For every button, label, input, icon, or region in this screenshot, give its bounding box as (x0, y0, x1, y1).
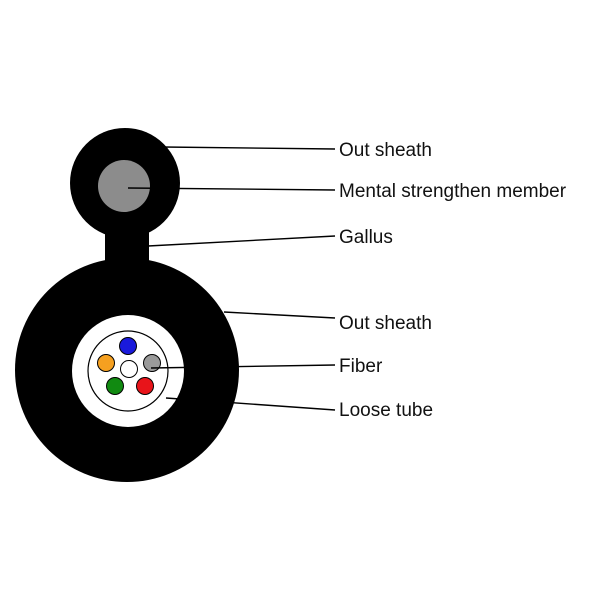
leader-out-sheath-bottom (223, 311, 336, 319)
metal-strengthen-member (98, 160, 150, 212)
label-gallus: Gallus (339, 227, 393, 248)
leader-fiber (150, 364, 336, 369)
fiber-gray (143, 354, 161, 372)
fiber-red (136, 377, 154, 395)
messenger-wire-group (70, 128, 180, 275)
fiber-orange (97, 354, 115, 372)
fiber-green (106, 377, 124, 395)
leader-lines (127, 146, 336, 411)
main-cable-group (15, 258, 239, 482)
label-metal-member: Mental strengthen member (339, 181, 567, 202)
label-out-sheath-bottom: Out sheath (339, 313, 432, 334)
fiber-center (120, 360, 138, 378)
loose-tube-inner-boundary (87, 330, 169, 412)
labels: Out sheath Mental strengthen member Gall… (339, 140, 567, 421)
leader-metal-member (127, 187, 336, 191)
leader-gallus (147, 235, 336, 247)
leader-loose-tube (165, 397, 336, 411)
fiber-blue (119, 337, 137, 355)
label-loose-tube: Loose tube (339, 400, 433, 421)
label-fiber: Fiber (339, 356, 383, 377)
label-out-sheath-top: Out sheath (339, 140, 432, 161)
leader-out-sheath-top (162, 146, 336, 150)
